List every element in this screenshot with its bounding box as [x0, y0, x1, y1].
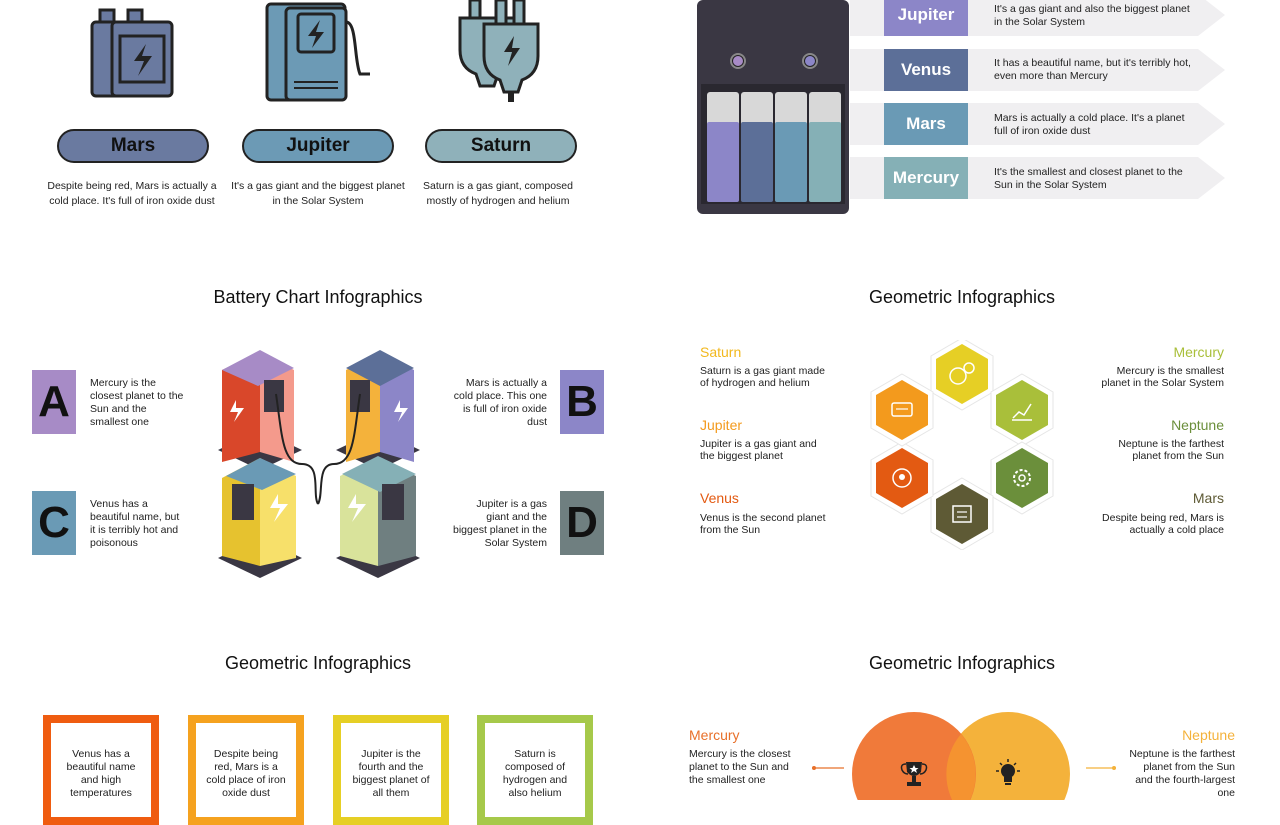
venn-neptune-heading: Neptune	[1182, 727, 1235, 743]
mars-text: Despite being red, Mars is actually a co…	[1102, 512, 1224, 536]
mars-pill: Mars	[57, 129, 209, 163]
row-mercury-label: Mercury	[884, 157, 968, 199]
jupiter-pill: Jupiter	[242, 129, 394, 163]
neptune-text: Neptune is the farthest planet from the …	[1118, 438, 1224, 462]
frame-venus-text: Venus has a beautiful name and high temp…	[66, 748, 136, 799]
row-venus-text: It has a beautiful name, but it's terrib…	[994, 57, 1191, 82]
lightbulb-icon	[996, 759, 1020, 785]
hexagon-orange-red	[870, 441, 934, 515]
frame-saturn-text: Saturn is composed of hydrogen and also …	[502, 748, 568, 799]
plug-icon	[458, 0, 540, 102]
saturn-text: Saturn is a gas giant made of hydrogen a…	[700, 365, 825, 389]
jupiter-text: Jupiter is a gas giant and the biggest p…	[700, 438, 817, 462]
hexagon-title: Geometric Infographics	[868, 287, 1056, 307]
saturn-label: Saturn	[470, 135, 532, 156]
letter-b-text: Mars is actually a cold place. This one …	[453, 377, 547, 428]
jupiter-heading: Jupiter	[700, 417, 743, 433]
jupiter-description: It's a gas giant and the biggest planet …	[231, 180, 405, 207]
mars-heading: Mars	[1192, 490, 1224, 506]
battery-chart-title: Battery Chart Infographics	[213, 287, 423, 307]
neptune-heading: Neptune	[1171, 417, 1224, 433]
letter-a-box: A	[32, 370, 76, 434]
letter-c-text: Venus has a beautiful name, but it is te…	[90, 498, 180, 549]
frame-mars-text: Despite being red, Mars is a cold place …	[206, 748, 286, 799]
frames-title: Geometric Infographics	[224, 653, 412, 673]
row-mars-text: Mars is actually a cold place. It's a pl…	[994, 112, 1185, 137]
row-mercury-text: It's the smallest and closest planet to …	[994, 166, 1183, 191]
saturn-pill: Saturn	[425, 129, 577, 163]
hexagon-orange	[870, 373, 934, 447]
venn-neptune-text: Neptune is the farthest planet from the …	[1129, 748, 1235, 799]
letter-b-box: B	[560, 370, 604, 434]
mercury-text: Mercury is the smallest planet in the So…	[1101, 365, 1224, 389]
charging-stations-illustration	[218, 350, 420, 578]
hexagon-green	[990, 441, 1054, 515]
row-jupiter-label: Jupiter	[884, 0, 968, 36]
mars-description: Despite being red, Mars is actually a co…	[47, 180, 217, 207]
hexagon-olive	[930, 477, 994, 550]
venn-mercury-heading: Mercury	[689, 727, 740, 743]
charging-station-icon	[265, 2, 370, 102]
venn-title: Geometric Infographics	[868, 653, 1056, 673]
venus-heading: Venus	[700, 490, 739, 506]
row-jupiter-text: It's a gas giant and also the biggest pl…	[994, 3, 1190, 28]
battery-pack-graphic	[697, 0, 849, 214]
row-venus-label: Venus	[884, 49, 968, 91]
venn-mercury-text: Mercury is the closest planet to the Sun…	[689, 748, 791, 786]
mars-label: Mars	[110, 135, 156, 156]
letter-a-text: Mercury is the closest planet to the Sun…	[90, 377, 184, 428]
frame-jupiter-text: Jupiter is the fourth and the biggest pl…	[352, 748, 430, 799]
letter-d-box: D	[560, 491, 604, 555]
battery-pack-icon	[90, 8, 174, 98]
hexagon-light-green	[990, 373, 1054, 447]
hexagon-ring	[870, 340, 1054, 550]
venus-text: Venus is the second planet from the Sun	[700, 512, 826, 536]
saturn-heading: Saturn	[700, 344, 742, 360]
mercury-heading: Mercury	[1173, 344, 1224, 360]
row-mars-label: Mars	[884, 103, 968, 145]
letter-c-box: C	[32, 491, 76, 555]
letter-d-text: Jupiter is a gas giant and the biggest p…	[453, 498, 547, 549]
saturn-description: Saturn is a gas giant, composed mostly o…	[422, 180, 573, 207]
jupiter-label: Jupiter	[286, 135, 350, 156]
trophy-icon	[900, 762, 928, 786]
hexagon-yellow	[930, 340, 994, 411]
venn-diagram	[812, 712, 1116, 800]
